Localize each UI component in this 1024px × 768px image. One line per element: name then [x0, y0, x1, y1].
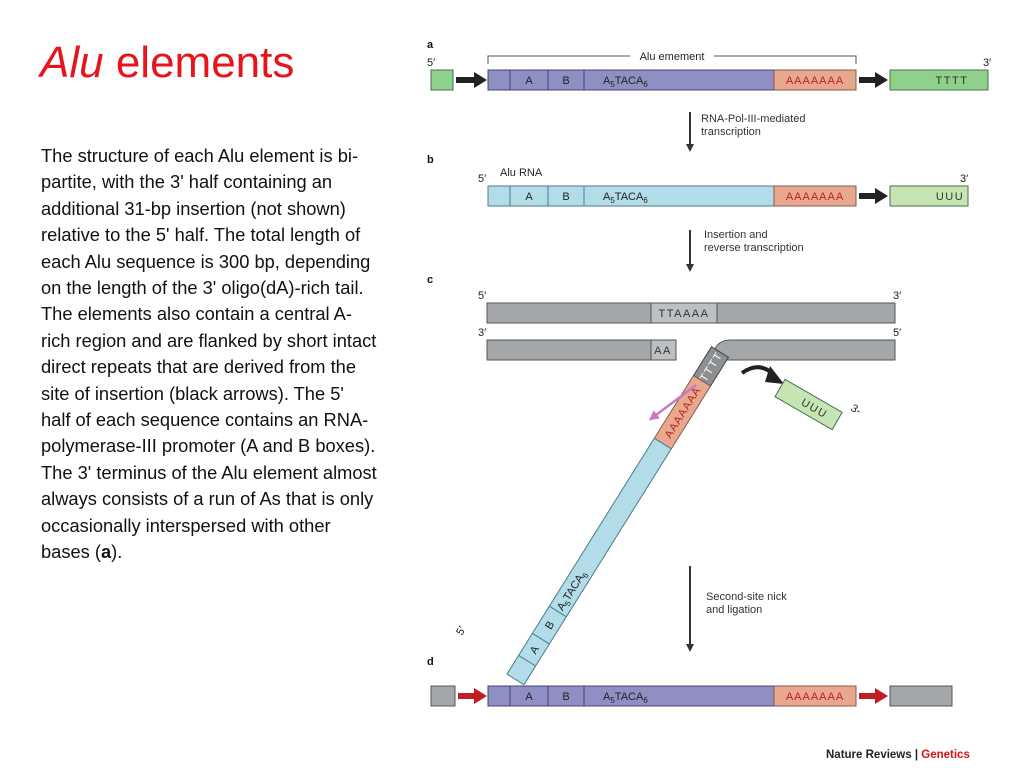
description-end: ). — [111, 541, 123, 563]
inserted-divider-1 — [549, 605, 567, 618]
panel-d-label: d — [427, 656, 434, 668]
panel-a-label: a — [427, 39, 434, 51]
panel-d-right-arrow-head — [875, 688, 888, 704]
panel-b-arrow-shaft — [859, 193, 877, 199]
step-1-line-2: transcription — [701, 126, 761, 138]
reverse-transcription-arrow — [648, 384, 697, 421]
step-2-line-1: Insertion and — [704, 229, 768, 241]
panel-d-poly-a-box — [773, 685, 857, 707]
step-1-line-1: RNA-Pol-III-mediated — [701, 113, 806, 125]
panel-d-left-flank — [430, 685, 456, 707]
panel-b-box-a: A — [525, 191, 533, 203]
panel-b-arrow-head — [875, 188, 888, 204]
panel-b-five-prime: 5′ — [478, 173, 486, 185]
step-2-line-2: reverse transcription — [704, 242, 804, 254]
panel-a-right-flank — [889, 69, 989, 91]
title-italic: Alu — [40, 38, 104, 87]
panel-d-taca: A5TACA6 — [603, 691, 648, 705]
panel-c: c 5′ 3′ 3′ 5′ TTAAAA AA TTTT AAAAAAA A5T… — [427, 274, 901, 686]
panel-a-taca: A5TACA6 — [603, 75, 648, 89]
panel-b-taca: A5TACA6 — [603, 191, 648, 205]
panel-b-poly-a: AAAAAAA — [786, 191, 844, 203]
panel-b-label: b — [427, 154, 434, 166]
step-3-line-2: and ligation — [706, 604, 762, 616]
bracket-label-bg — [630, 48, 714, 62]
panel-a-left-flank — [430, 69, 454, 91]
panel-a: a 5′ 3′ Alu emement A B A5TACA6 AAAAAAA … — [427, 39, 991, 91]
panel-c-aa: AA — [654, 345, 672, 357]
panel-a-right-arrow-head — [875, 72, 888, 88]
panel-c-bottom-five-prime: 5′ — [893, 327, 901, 339]
credit-journal: Nature Reviews — [826, 749, 912, 761]
slide-title: Alu elements — [40, 38, 294, 88]
panel-d-right-arrow-shaft — [859, 693, 877, 699]
panel-c-bottom-three-prime: 3′ — [478, 327, 486, 339]
panel-d: d A B A5TACA6 AAAAAAA — [427, 656, 953, 707]
credit-separator: | — [911, 749, 922, 761]
step-3-line-1: Second-site nick — [706, 591, 787, 603]
panel-c-bottom-strand-left — [486, 339, 677, 361]
panel-a-three-prime: 3′ — [983, 57, 991, 69]
panel-a-right-arrow-shaft — [859, 77, 877, 83]
step-1: RNA-Pol-III-mediated transcription — [686, 112, 806, 152]
panel-a-poly-a-box — [773, 69, 857, 91]
inserted-five-prime: 5′ — [454, 624, 468, 637]
description-bold: a — [100, 541, 112, 563]
panel-d-left-arrow-shaft — [458, 693, 476, 699]
curved-arrow-head — [765, 366, 784, 384]
panel-d-box-a: A — [525, 691, 533, 703]
panel-a-tttt: TTTT — [936, 75, 969, 87]
panel-a-box-b: B — [562, 75, 569, 87]
inserted-divider-3 — [518, 654, 536, 667]
title-rest: elements — [103, 38, 295, 87]
credit-section: Genetics — [921, 749, 970, 761]
description-main: The structure of each Alu element is bi-… — [41, 145, 377, 563]
panel-b-three-prime: 3′ — [960, 173, 968, 185]
panel-c-uuu-group: UUU — [774, 378, 843, 431]
panel-d-poly-a: AAAAAAA — [786, 691, 844, 703]
panel-a-left-arrow-shaft — [456, 77, 476, 83]
inserted-divider-2 — [532, 632, 550, 645]
panel-c-ttaaaa: TTAAAA — [659, 308, 710, 320]
panel-b: b 5′ 3′ Alu RNA A B A5TACA6 AAAAAAA UUU — [427, 154, 969, 207]
panel-c-label: c — [427, 274, 433, 286]
panel-c-aa-box — [650, 339, 677, 361]
panel-c-uuu-box — [774, 378, 843, 431]
description-paragraph: The structure of each Alu element is bi-… — [41, 143, 377, 566]
panel-a-left-arrow-head — [474, 72, 487, 88]
panel-b-uuu-box — [889, 185, 969, 207]
step-3: Second-site nick and ligation — [686, 566, 787, 652]
alu-element-label: Alu emement — [640, 51, 705, 63]
inserted-strand: TTTT AAAAAAA A5TACA6 B A — [506, 346, 730, 686]
panel-c-top-three-prime: 3′ — [893, 290, 901, 302]
panel-a-poly-a: AAAAAAA — [786, 75, 844, 87]
panel-c-ttaaaa-box — [650, 302, 718, 324]
inserted-alu-body — [506, 437, 672, 686]
panel-c-top-five-prime: 5′ — [478, 290, 486, 302]
panel-d-right-flank — [889, 685, 953, 707]
panel-b-uuu: UUU — [936, 191, 964, 203]
panel-c-uuu-three-prime: 3- — [849, 402, 864, 417]
panel-d-box-b: B — [562, 691, 569, 703]
panel-a-five-prime: 5′ — [427, 57, 435, 69]
alu-rna-label: Alu RNA — [500, 167, 543, 179]
panel-b-poly-a-box — [773, 185, 857, 207]
panel-d-left-arrow-head — [474, 688, 487, 704]
panel-a-box-a: A — [525, 75, 533, 87]
panel-c-bottom-strand-right — [713, 339, 896, 361]
journal-credit: Nature Reviews | Genetics — [826, 749, 970, 761]
panel-b-box-b: B — [562, 191, 569, 203]
step-2: Insertion and reverse transcription — [686, 229, 804, 272]
